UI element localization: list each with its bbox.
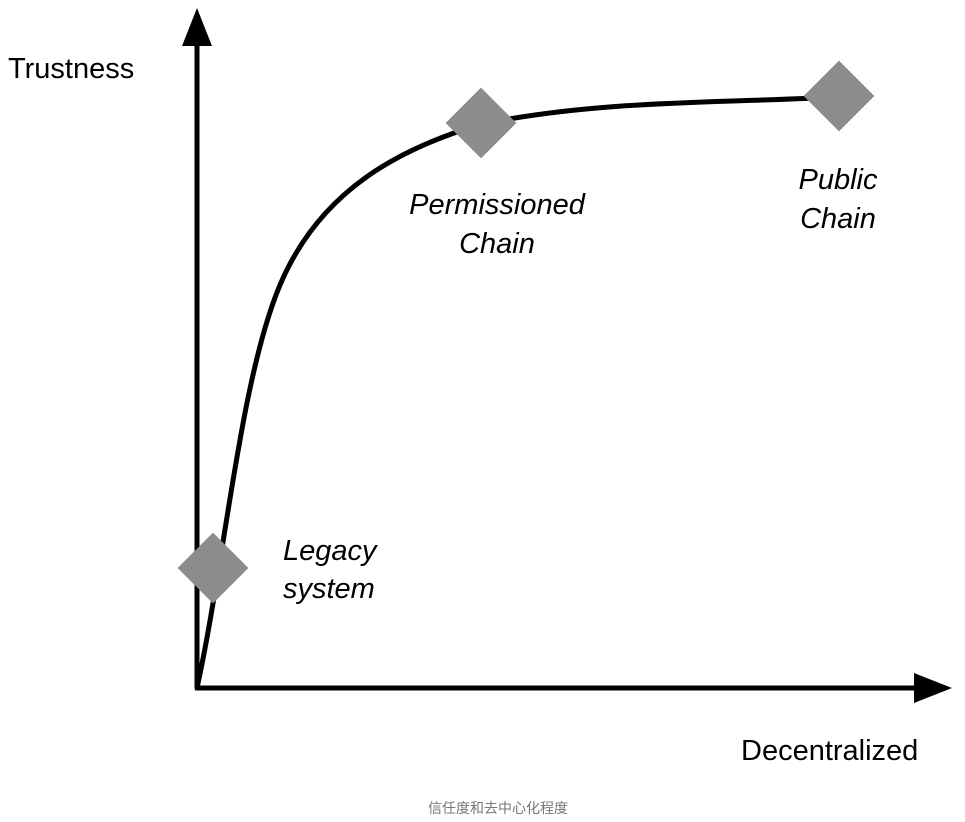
x-axis-arrowhead [914, 673, 952, 703]
public-chain-label-line-1: Public [799, 164, 878, 196]
permissioned-chain-label-line-1: Permissioned [409, 189, 586, 221]
legacy-system-marker [177, 532, 249, 604]
public-chain-label-line-2: Chain [800, 203, 876, 235]
public-chain-marker [803, 60, 875, 132]
figure-caption: 信任度和去中心化程度 [428, 801, 568, 817]
y-axis-label: Trustness [8, 53, 134, 85]
trust-curve [194, 94, 843, 691]
legacy-system-label-line-2: system [283, 573, 375, 605]
permissioned-chain-label-line-2: Chain [459, 228, 535, 260]
legacy-system-label-line-1: Legacy [283, 535, 378, 567]
permissioned-chain-marker [445, 87, 517, 159]
y-axis-arrowhead [182, 8, 212, 46]
x-axis-label: Decentralized [741, 735, 918, 767]
